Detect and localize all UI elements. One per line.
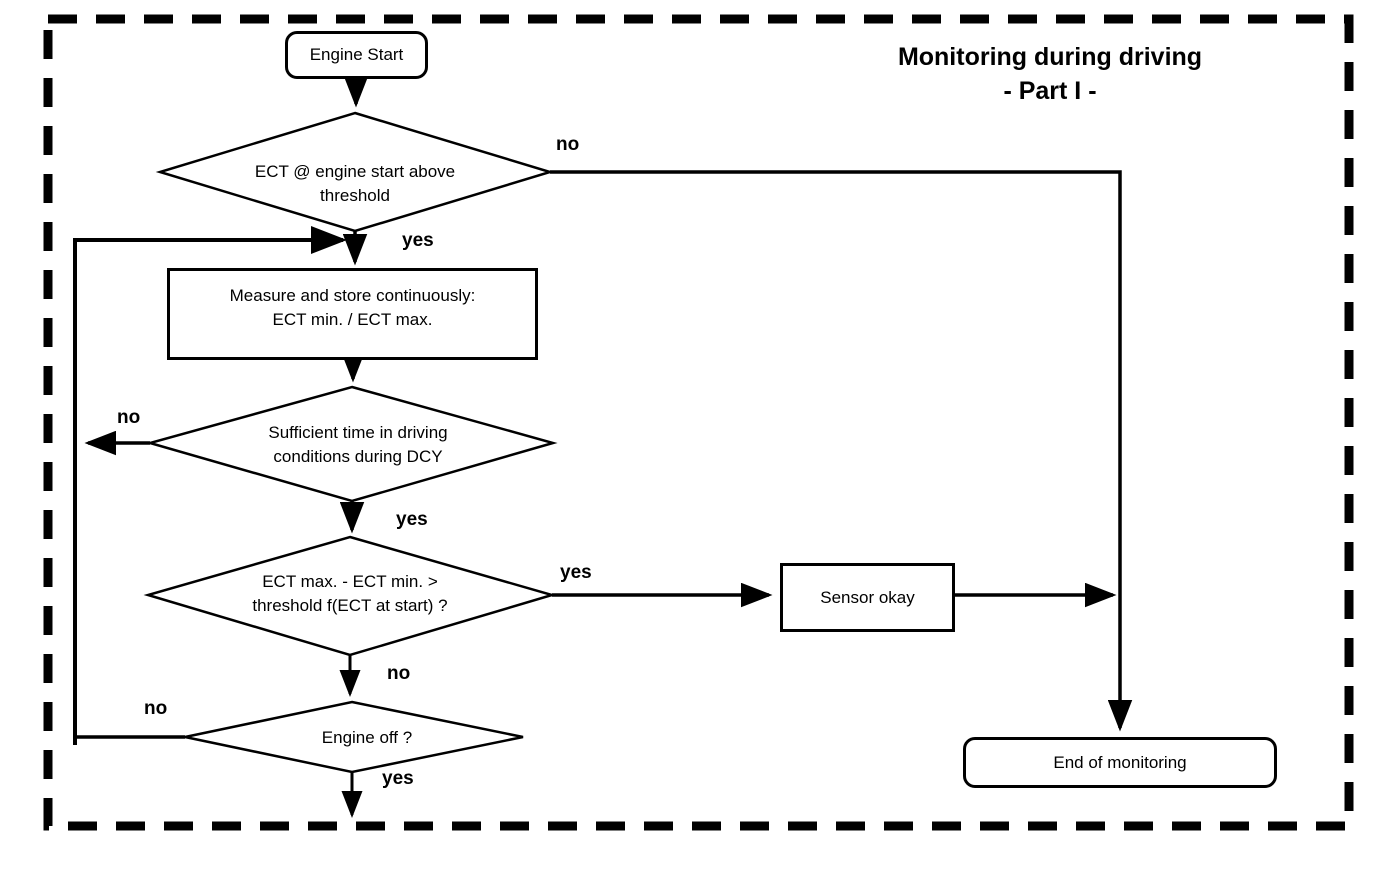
- edge-label-engine-off-no: no: [144, 698, 168, 719]
- edge-label-sufficient-time-yes: yes: [396, 509, 428, 530]
- decision-sufficient-time-shape: [145, 385, 558, 503]
- edge-label-ect-at-start-no: no: [556, 134, 580, 155]
- decision-ect-delta-shape: [143, 535, 557, 657]
- decision-sufficient-time-line1: Sufficient time in driving: [268, 423, 448, 442]
- node-sensor-okay-label: Sensor okay: [820, 587, 915, 607]
- edge-label-ect-at-start-yes: yes: [402, 230, 434, 251]
- decision-ect-delta-line1: ECT max. - ECT min. >: [262, 572, 438, 591]
- node-end-of-monitoring: End of monitoring: [963, 737, 1277, 788]
- decision-sufficient-time-line2: conditions during DCY: [273, 447, 443, 466]
- decision-ect-at-start-shape: [155, 111, 555, 233]
- node-end-of-monitoring-label: End of monitoring: [1053, 752, 1187, 772]
- diagram-title-line1: Monitoring during driving: [897, 43, 1203, 71]
- node-engine-start: Engine Start: [285, 31, 428, 79]
- dashed-border: [43, 14, 1354, 831]
- node-sensor-okay: Sensor okay: [780, 563, 955, 632]
- decision-ect-at-start-line1: ECT @ engine start above: [254, 162, 456, 181]
- node-measure-store-line1: Measure and store continuously:: [229, 286, 476, 305]
- connector-ect-no-to-end: [550, 170, 1133, 732]
- diagram-title-line2: - Part I -: [1003, 77, 1097, 105]
- node-measure-store: Measure and store continuously: ECT min.…: [167, 268, 538, 360]
- edge-label-ect-delta-no: no: [387, 663, 411, 684]
- decision-ect-delta-line2: threshold f(ECT at start) ?: [252, 596, 448, 615]
- node-engine-start-label: Engine Start: [309, 45, 404, 64]
- decision-engine-off-text: Engine off ?: [267, 726, 467, 750]
- decision-ect-at-start-line2: threshold: [320, 186, 390, 205]
- edge-label-engine-off-yes: yes: [382, 768, 414, 789]
- decision-sufficient-time-text: Sufficient time in driving conditions du…: [178, 421, 538, 469]
- decision-engine-off-shape: [184, 700, 524, 774]
- decision-ect-at-start-text: ECT @ engine start above threshold: [175, 160, 535, 208]
- edge-label-sufficient-time-no: no: [117, 407, 141, 428]
- ink-dot-artifact: [371, 824, 377, 829]
- decision-ect-delta-text: ECT max. - ECT min. > threshold f(ECT at…: [177, 570, 523, 618]
- edge-label-ect-delta-yes: yes: [560, 562, 592, 583]
- node-measure-store-line2: ECT min. / ECT max.: [272, 310, 433, 329]
- decision-engine-off-label: Engine off ?: [321, 728, 413, 747]
- diagram-title: Monitoring during driving - Part I -: [850, 40, 1250, 108]
